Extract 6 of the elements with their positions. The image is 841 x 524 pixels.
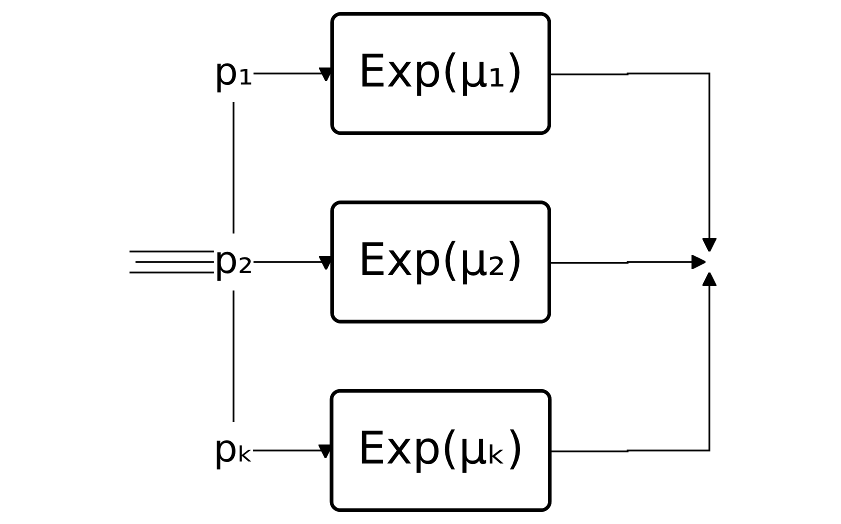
arrow [550,72,717,252]
edge-label: p₁ [214,52,254,96]
arrow [550,272,717,452]
edge-label: pₖ [213,428,254,472]
edge-label: p₂ [214,240,254,284]
arrow [550,254,706,270]
